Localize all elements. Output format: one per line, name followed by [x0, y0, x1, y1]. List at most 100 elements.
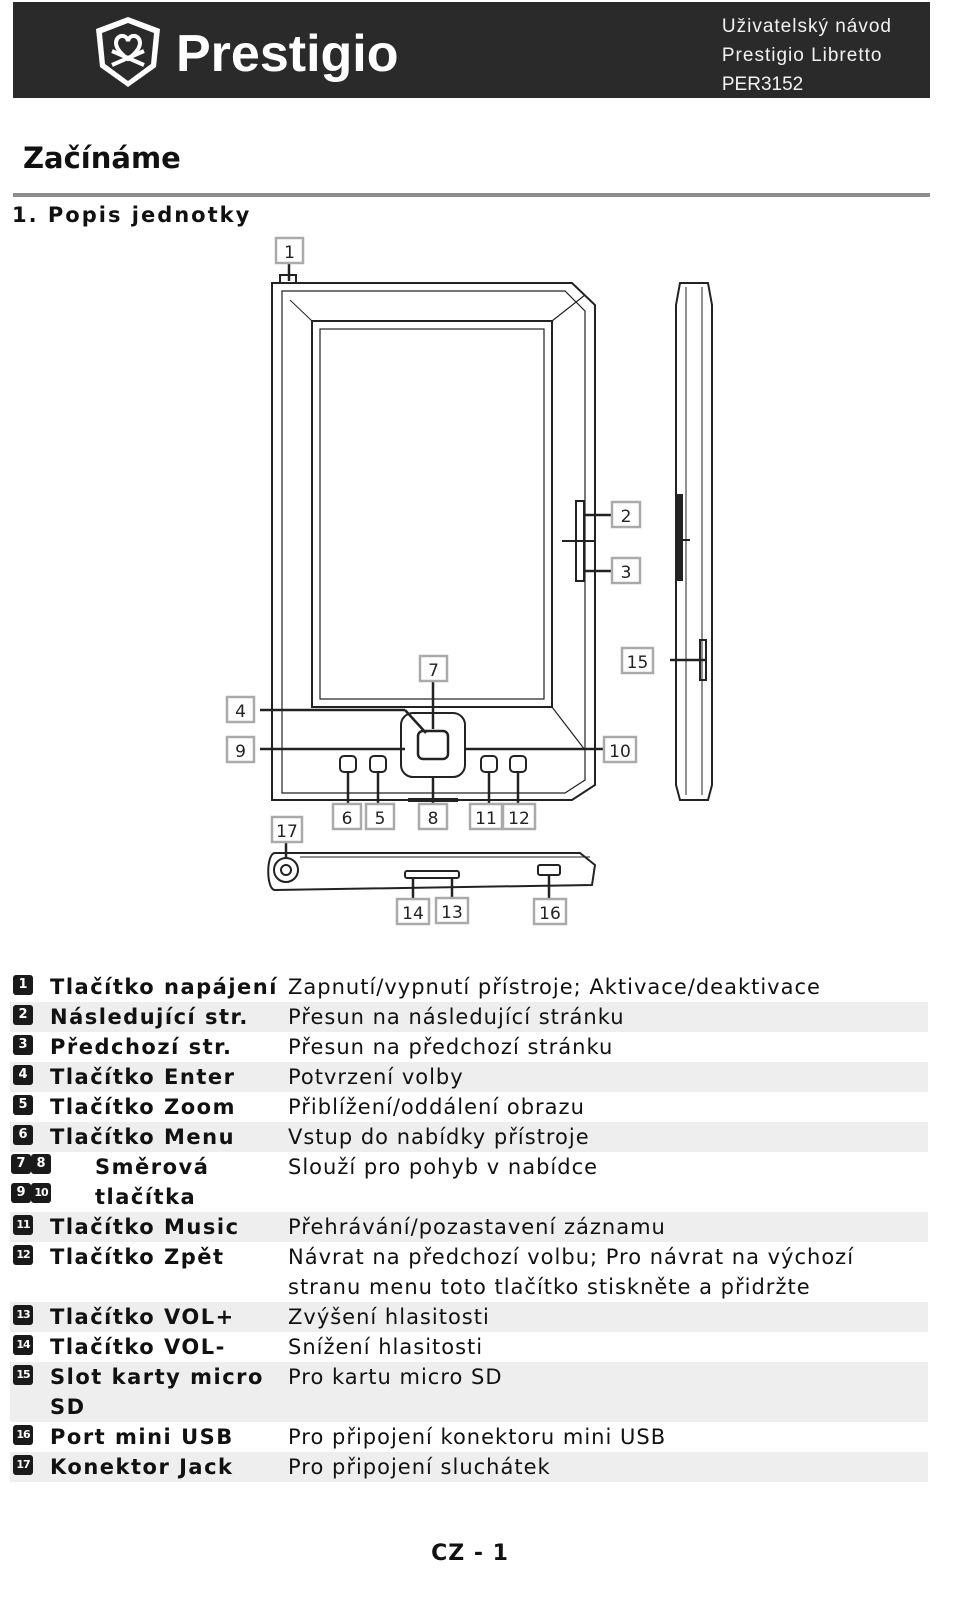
svg-text:11: 11	[475, 809, 497, 829]
callout-11: 11	[468, 802, 504, 831]
row-name: Tlačítko Zpět	[50, 1245, 225, 1269]
svg-text:7: 7	[428, 661, 439, 681]
number-badge: 10	[31, 1183, 51, 1203]
zoom-key	[369, 755, 387, 773]
enter-key	[416, 729, 450, 761]
callout-10: 10	[602, 735, 638, 764]
row-name: Konektor Jack	[50, 1455, 234, 1479]
row-description: Pro připojení konektoru mini USB	[288, 1425, 667, 1449]
row-description: Slouží pro pohyb v nabídce	[288, 1155, 599, 1179]
row-name: Tlačítko Music	[50, 1215, 240, 1239]
row-badges: 17	[10, 1452, 50, 1475]
prestigio-emblem-icon	[96, 17, 160, 87]
table-row: 12 Tlačítko Zpět Návrat na předchozí volbu…	[10, 1242, 928, 1302]
svg-text:5: 5	[375, 809, 386, 829]
svg-text:3: 3	[621, 563, 632, 583]
number-badge: 11	[13, 1215, 33, 1235]
device-diagram: 1 2 3 15 7 4 9 10 6 5 8 11 12 17 14 13 1…	[225, 236, 713, 926]
page-footer: CZ - 1	[431, 1541, 509, 1566]
table-row: 11 Tlačítko Music Přehrávání/pozastavení z…	[10, 1212, 928, 1242]
row-description: Přehrávání/pozastavení záznamu	[288, 1215, 666, 1239]
header-model: PER3152	[721, 74, 804, 95]
svg-text:1: 1	[284, 243, 295, 263]
row-description: Návrat na předchozí volbu; Pro návrat na…	[288, 1245, 855, 1299]
number-badge: 9	[11, 1183, 31, 1203]
callout-2: 2	[610, 500, 642, 529]
number-badge: 3	[13, 1035, 33, 1055]
row-description: Pro připojení sluchátek	[288, 1455, 551, 1479]
svg-text:6: 6	[342, 809, 353, 829]
row-description: Snížení hlasitosti	[288, 1335, 484, 1359]
callout-15: 15	[620, 646, 655, 675]
menu-key	[339, 755, 357, 773]
row-badges: 3	[10, 1032, 50, 1055]
table-row: 1 Tlačítko napájení Zapnutí/vypnutí přístr…	[10, 972, 928, 1002]
table-row: 17 Konektor Jack Pro připojení sluchátek	[10, 1452, 928, 1482]
number-badge: 17	[13, 1455, 33, 1475]
callout-16: 16	[532, 897, 568, 926]
callout-8: 8	[417, 802, 449, 831]
svg-text:8: 8	[428, 809, 439, 829]
device-side-view	[675, 282, 713, 801]
row-name: Tlačítko napájení	[50, 975, 278, 999]
usb-port	[537, 864, 561, 876]
callout-9: 9	[225, 735, 256, 764]
svg-text:4: 4	[235, 702, 246, 722]
number-badge: 5	[13, 1095, 33, 1115]
callout-17: 17	[270, 815, 304, 844]
row-description: Přiblížení/oddálení obrazu	[288, 1095, 585, 1119]
row-badges: 2	[10, 1002, 50, 1025]
row-badges: 15	[10, 1362, 50, 1385]
callout-4: 4	[225, 695, 256, 724]
number-badge: 14	[13, 1335, 33, 1355]
volume-keys	[404, 870, 460, 879]
table-row: 14 Tlačítko VOL- Snížení hlasitosti	[10, 1332, 928, 1362]
row-description: Pro kartu micro SD	[288, 1365, 503, 1389]
callout-3: 3	[610, 556, 642, 585]
section-title: 1. Popis jednotky	[12, 203, 252, 227]
svg-text:14: 14	[402, 904, 424, 924]
callout-6: 6	[331, 802, 363, 831]
row-name: Tlačítko VOL+	[50, 1305, 235, 1329]
brand-name: Prestigio	[176, 25, 399, 83]
svg-text:2: 2	[621, 507, 632, 527]
callout-5: 5	[364, 802, 396, 831]
callout-1: 1	[274, 236, 305, 265]
row-badges: 14	[10, 1332, 50, 1355]
row-badges: 16	[10, 1422, 50, 1445]
title-divider	[13, 193, 930, 197]
number-badge: 12	[13, 1245, 33, 1265]
row-badges: 6	[10, 1122, 50, 1145]
callout-7: 7	[418, 654, 449, 683]
row-badges: 13	[10, 1302, 50, 1325]
row-name: Tlačítko VOL-	[50, 1335, 226, 1359]
number-badge: 8	[31, 1154, 51, 1174]
row-name: Slot karty micro SD	[50, 1365, 264, 1419]
svg-text:10: 10	[609, 742, 631, 762]
page-title: Začínáme	[23, 141, 181, 175]
header-product-name: Prestigio Libretto	[721, 45, 883, 66]
prestigio-logo: Prestigio	[96, 17, 399, 87]
row-description: Přesun na předchozí stránku	[288, 1035, 614, 1059]
row-badges: 4	[10, 1062, 50, 1085]
row-badges: 5	[10, 1092, 50, 1115]
row-description: Zapnutí/vypnutí přístroje; Aktivace/deak…	[288, 975, 821, 999]
svg-text:17: 17	[276, 822, 298, 842]
callouts: 1 2 3 15 7 4 9 10 6 5 8 11 12 17 14 13 1…	[225, 236, 655, 926]
row-name: Tlačítko Enter	[50, 1065, 236, 1089]
number-badge: 7	[11, 1154, 31, 1174]
row-description: Přesun na následující stránku	[288, 1005, 625, 1029]
row-name: Směrová tlačítka	[95, 1155, 210, 1209]
number-badge: 1	[13, 975, 33, 995]
callout-13: 13	[434, 896, 470, 925]
header-info: Uživatelský návod Prestigio Libretto PER…	[722, 12, 892, 99]
row-badges: 1	[10, 972, 50, 995]
